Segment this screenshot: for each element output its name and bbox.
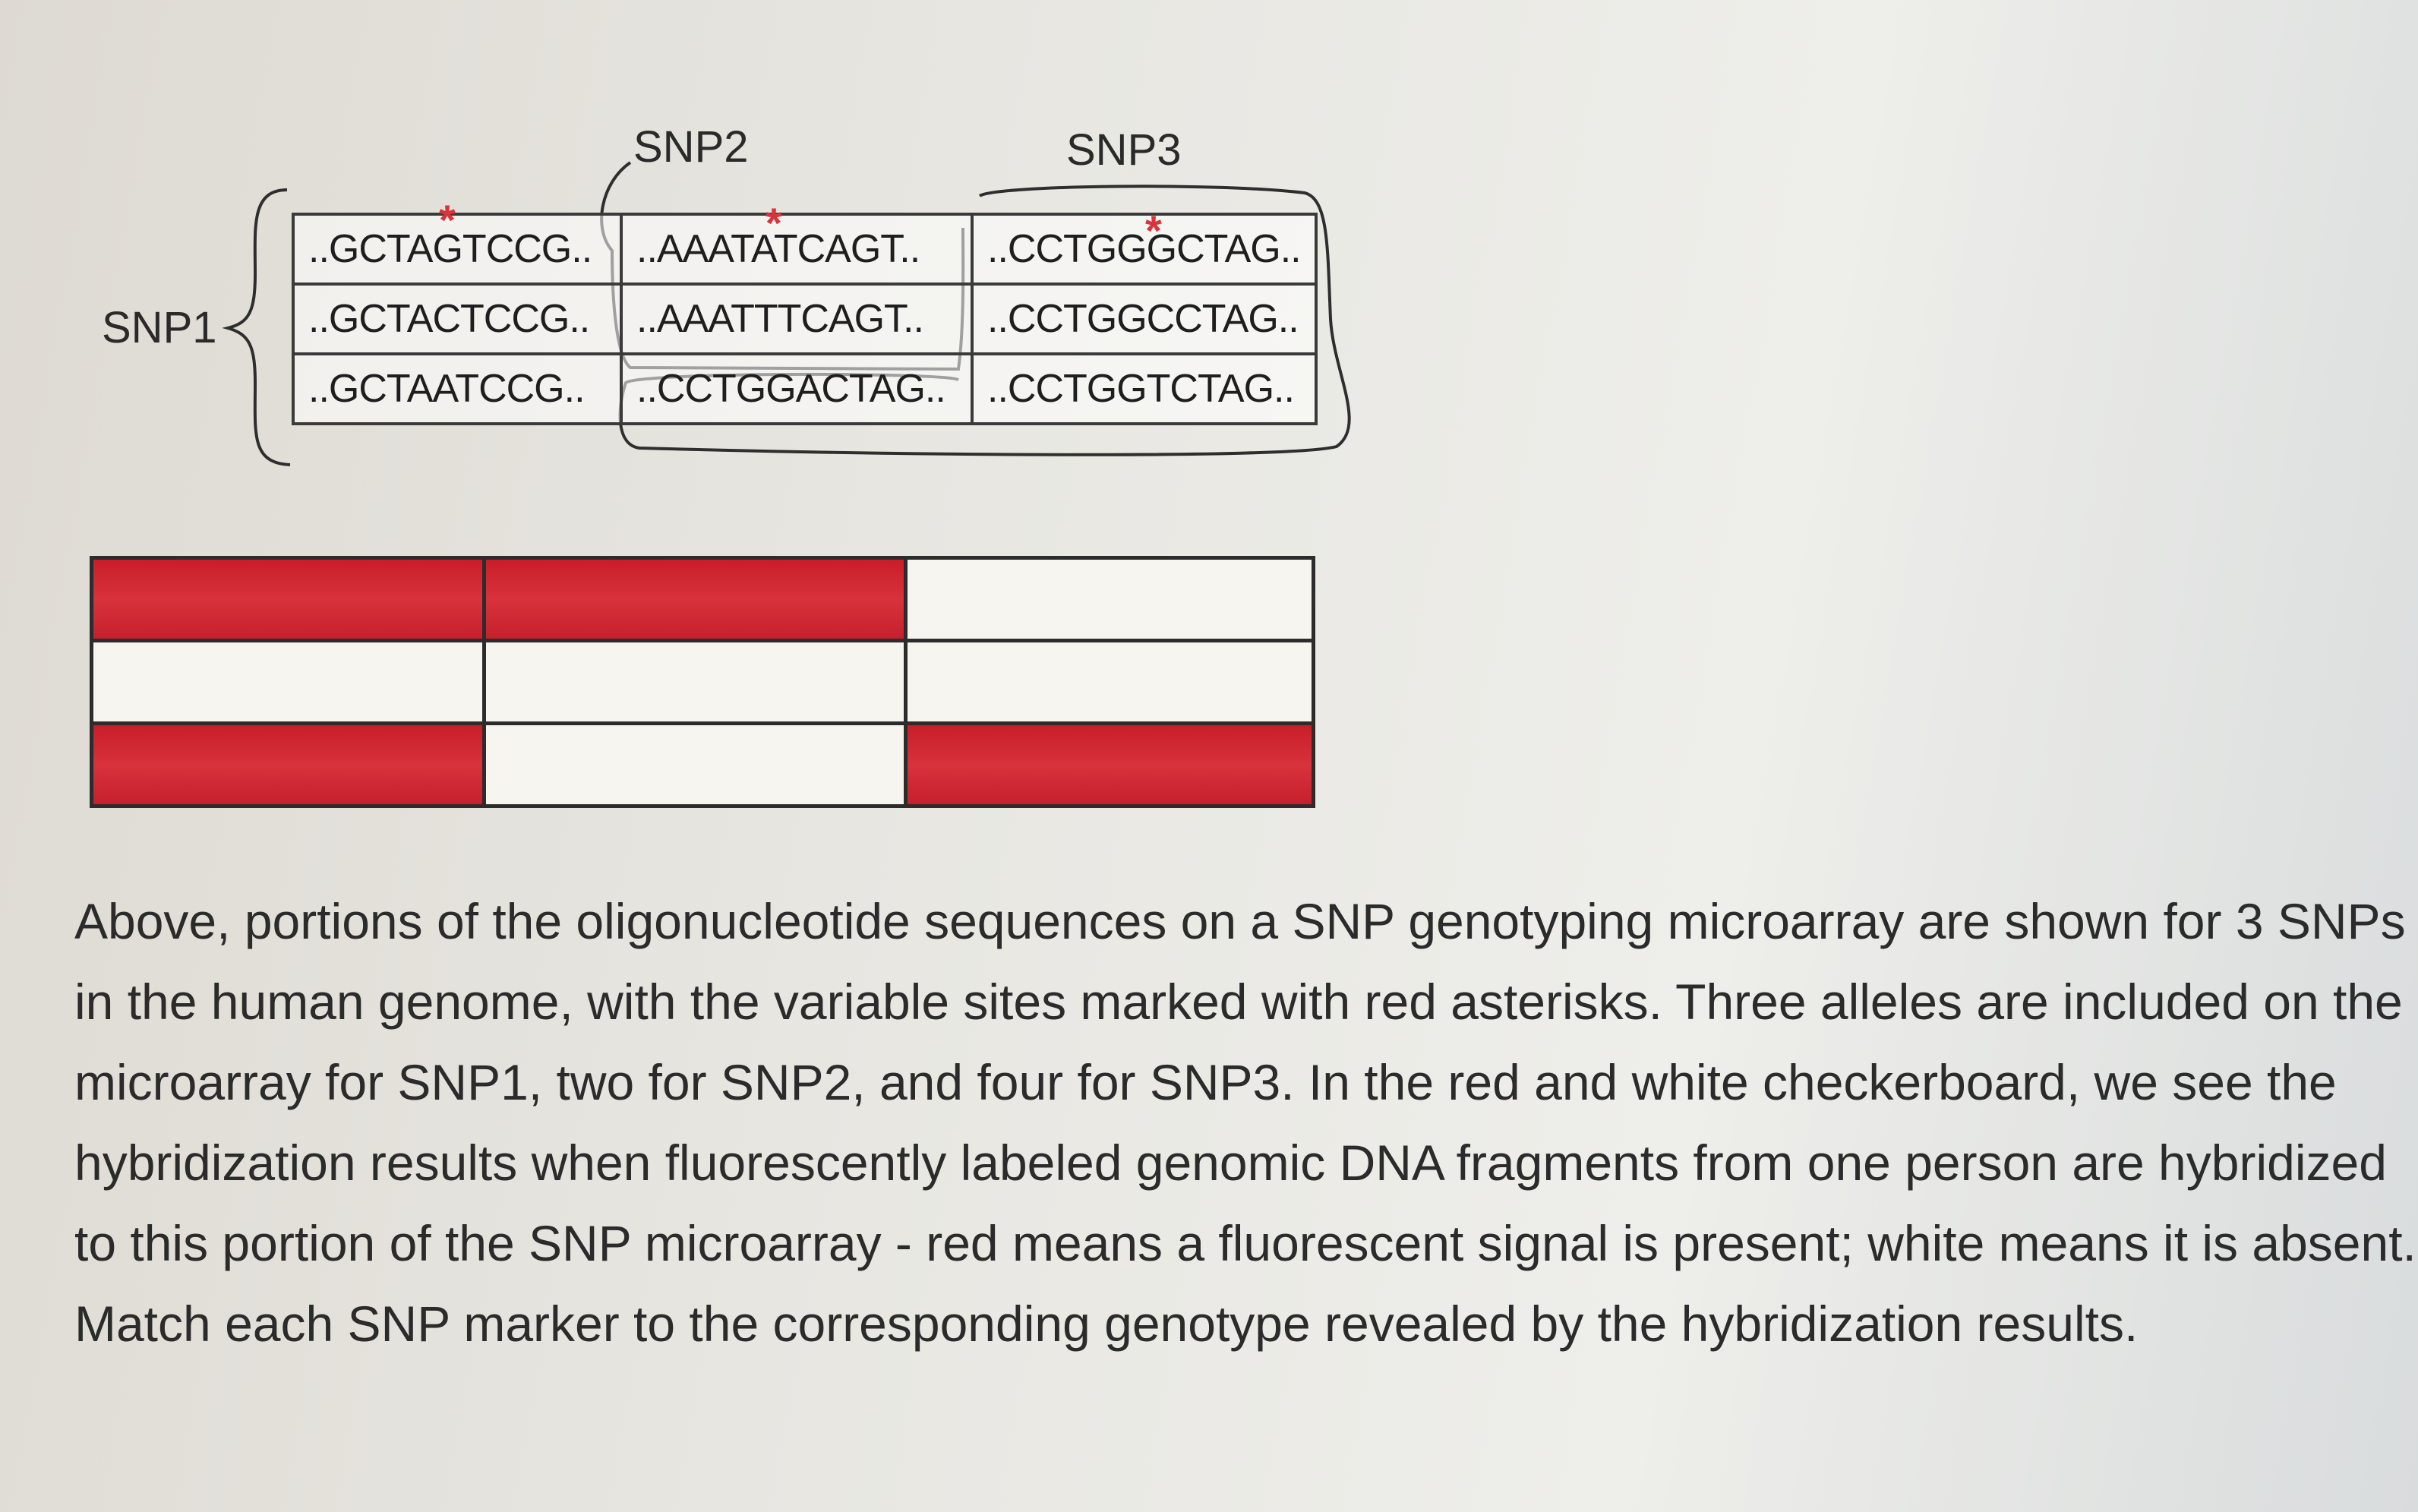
grid-cell: [482, 721, 908, 808]
oligonucleotide-table: ..GCTAGTCCG.. ..AAATATCAGT.. ..CCTGGGCTA…: [292, 213, 1318, 425]
table-row: ..GCTACTCCG.. ..AAATTTCAGT.. ..CCTGGCCTA…: [292, 283, 1318, 355]
snp2-label: SNP2: [633, 122, 749, 172]
sequence-cell: ..GCTACTCCG..: [292, 283, 623, 355]
sequence-cell: ..AAATTTCAGT..: [620, 283, 974, 355]
grid-cell: [904, 721, 1315, 808]
grid-cell: [90, 639, 486, 725]
snp3-label: SNP3: [1066, 125, 1182, 175]
sequence-cell: ..AAATATCAGT..: [620, 213, 974, 286]
snp1-label: SNP1: [102, 303, 217, 352]
snp3-asterisk-icon: *: [1145, 207, 1162, 254]
hybridization-checkerboard: [90, 556, 1315, 808]
sequence-cell: ..CCTGGACTAG..: [620, 352, 974, 425]
grid-cell: [482, 556, 908, 642]
snp1-brace: [222, 188, 291, 466]
sequence-cell: ..CCTGGCCTAG..: [971, 283, 1318, 355]
table-row: ..GCTAGTCCG.. ..AAATATCAGT.. ..CCTGGGCTA…: [292, 213, 1318, 286]
sequence-cell: ..CCTGGGCTAG..: [971, 213, 1318, 286]
sequence-cell: ..GCTAATCCG..: [292, 352, 623, 425]
sequence-cell: ..CCTGGTCTAG..: [971, 352, 1318, 425]
grid-row: [90, 556, 1315, 642]
grid-row: [90, 721, 1315, 808]
grid-row: [90, 639, 1315, 725]
grid-cell: [90, 556, 486, 642]
question-paragraph: Above, portions of the oligonucleotide s…: [74, 893, 2416, 1352]
grid-cell: [904, 639, 1315, 725]
sequence-cell: ..GCTAGTCCG..: [292, 213, 623, 286]
table-row: ..GCTAATCCG.. ..CCTGGACTAG.. ..CCTGGTCTA…: [292, 352, 1318, 425]
grid-cell: [904, 556, 1315, 642]
grid-cell: [90, 721, 486, 808]
snp2-asterisk-icon: *: [765, 199, 782, 247]
grid-cell: [482, 639, 908, 725]
snp1-asterisk-icon: *: [439, 196, 456, 244]
